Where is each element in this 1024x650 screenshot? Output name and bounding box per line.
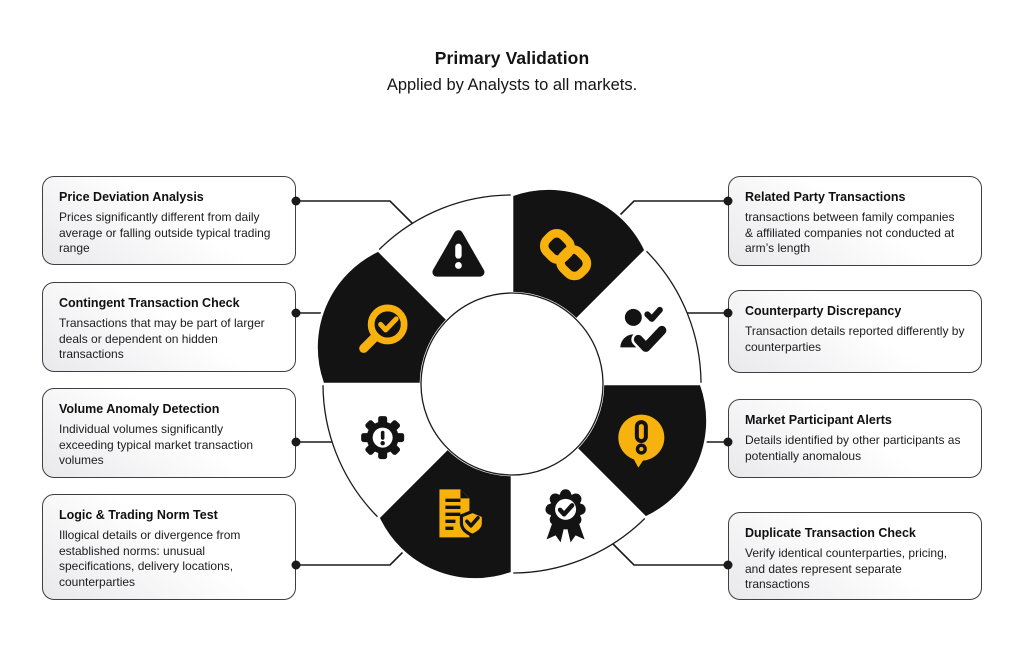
connector-dot xyxy=(723,308,733,318)
card-description: Individual volumes significantly exceedi… xyxy=(59,422,254,468)
connector-dot xyxy=(723,560,733,570)
connector-dot xyxy=(723,437,733,447)
connector-dot xyxy=(291,437,301,447)
document-shield-check-icon xyxy=(439,489,486,538)
chain-link-icon xyxy=(539,229,592,281)
header: Primary Validation Applied by Analysts t… xyxy=(0,48,1024,95)
card-volume-anomaly-detection: Volume Anomaly Detection Individual volu… xyxy=(42,388,296,478)
user-check-icon xyxy=(620,306,669,355)
alert-pin-icon xyxy=(618,414,665,468)
connector-dot xyxy=(291,308,301,318)
card-price-deviation-analysis: Price Deviation Analysis Prices signific… xyxy=(42,176,296,265)
card-title: Logic & Trading Norm Test xyxy=(59,508,218,522)
page-subtitle: Applied by Analysts to all markets. xyxy=(386,76,638,94)
connector-dot xyxy=(723,196,733,206)
magnifier-check-icon xyxy=(359,304,408,353)
card-title: Duplicate Transaction Check xyxy=(745,526,916,540)
connector-dot xyxy=(291,196,301,206)
card-title: Counterparty Discrepancy xyxy=(745,304,902,318)
card-description: transactions between family companies & … xyxy=(745,210,955,256)
card-counterparty-discrepancy: Counterparty Discrepancy Transaction det… xyxy=(728,290,982,373)
ribbon-check-icon xyxy=(545,489,586,543)
wheel-center xyxy=(420,292,604,476)
connector-dot xyxy=(291,560,301,570)
card-description: Transactions that may be part of larger … xyxy=(59,316,265,362)
card-description: Transaction details reported differently… xyxy=(745,324,965,354)
card-market-participant-alerts: Market Participant Alerts Details identi… xyxy=(728,399,982,478)
card-description: Prices significantly different from dail… xyxy=(59,210,271,256)
card-title: Volume Anomaly Detection xyxy=(59,402,220,416)
validation-wheel xyxy=(315,187,709,581)
card-description: Verify identical counterparties, pricing… xyxy=(745,546,948,592)
card-title: Market Participant Alerts xyxy=(745,413,892,427)
card-title: Contingent Transaction Check xyxy=(59,296,240,310)
card-description: Illogical details or divergence from est… xyxy=(59,528,241,590)
card-title: Related Party Transactions xyxy=(745,190,906,204)
page-title: Primary Validation xyxy=(434,48,590,68)
card-logic-trading-norm-test: Logic & Trading Norm Test Illogical deta… xyxy=(42,494,296,600)
card-related-party-transactions: Related Party Transactions transactions … xyxy=(728,176,982,266)
card-contingent-transaction-check: Contingent Transaction Check Transaction… xyxy=(42,282,296,372)
gear-alert-icon xyxy=(361,416,405,460)
card-title: Price Deviation Analysis xyxy=(59,190,204,204)
card-duplicate-transaction-check: Duplicate Transaction Check Verify ident… xyxy=(728,512,982,600)
card-description: Details identified by other participants… xyxy=(745,433,961,463)
warning-triangle-icon xyxy=(432,230,485,277)
